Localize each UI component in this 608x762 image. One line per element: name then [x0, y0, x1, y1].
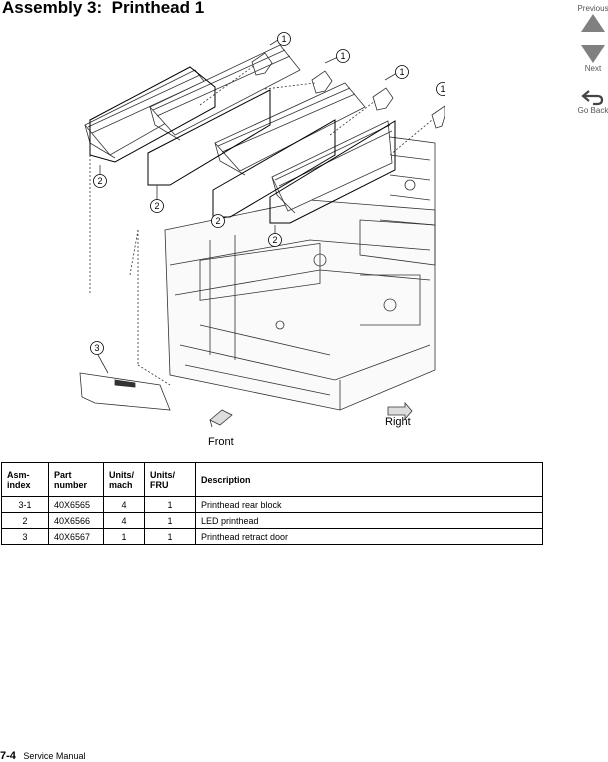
units-mach-cell: 4 — [103, 496, 145, 513]
rear-blocks — [251, 52, 445, 129]
callout-label: 2 — [272, 235, 277, 245]
page-number: 7-4 — [0, 750, 16, 762]
part-number-cell: 40X6565 — [48, 496, 104, 513]
asm-index-cell: 2 — [1, 512, 49, 529]
units-fru-cell: 1 — [144, 496, 196, 513]
callout-2: 2 — [93, 174, 107, 188]
part-number-cell: 40X6567 — [48, 528, 104, 545]
right-label: Right — [385, 416, 411, 428]
part-number-cell: 40X6566 — [48, 512, 104, 529]
printhead-assemblies — [84, 44, 393, 214]
table-row: 2 40X6566 4 1 LED printhead — [1, 512, 543, 529]
asm-index-cell: 3 — [1, 528, 49, 545]
printhead-group-boxes — [89, 66, 396, 224]
description-cell: Printhead rear block — [195, 496, 543, 513]
previous-label: Previous — [577, 4, 608, 13]
manual-title: Service Manual — [23, 751, 86, 761]
triangle-down-icon — [581, 45, 605, 63]
callout-label: 1 — [340, 51, 345, 61]
col-part-number: Part number — [48, 462, 104, 497]
callout-2: 2 — [211, 214, 225, 228]
callouts: 1 1 1 1 2 2 2 2 3 — [90, 32, 445, 355]
units-mach-cell: 4 — [103, 512, 145, 529]
callout-2: 2 — [150, 199, 164, 213]
next-label: Next — [584, 64, 602, 73]
callout-label: 1 — [281, 34, 286, 44]
right-arrow-icon — [387, 401, 413, 421]
callout-label: 2 — [215, 216, 220, 226]
callout-label: 3 — [94, 343, 99, 353]
callout-label: 2 — [154, 201, 159, 211]
callout-3: 3 — [90, 341, 104, 355]
units-fru-cell: 1 — [144, 512, 196, 529]
printer-frame — [164, 134, 436, 411]
col-units-fru: Units/ FRU — [144, 462, 196, 497]
printhead-retract-door — [79, 372, 171, 411]
table-row: 3-1 40X6565 4 1 Printhead rear block — [1, 496, 543, 513]
units-mach-cell: 1 — [103, 528, 145, 545]
callout-1: 1 — [436, 82, 445, 96]
table-row: 3 40X6567 1 1 Printhead retract door — [1, 528, 543, 545]
front-arrow-icon — [209, 409, 233, 428]
callout-1: 1 — [277, 32, 291, 46]
next-button[interactable]: Next — [574, 44, 608, 73]
callout-1: 1 — [395, 65, 409, 79]
exploded-view-illustration: 1 1 1 1 2 2 2 2 3 — [79, 32, 445, 428]
callout-2: 2 — [268, 233, 282, 247]
go-back-arrow-icon — [581, 90, 604, 106]
previous-button[interactable]: Previous — [574, 4, 608, 33]
callout-1: 1 — [336, 49, 350, 63]
callout-label: 2 — [97, 176, 102, 186]
units-fru-cell: 1 — [144, 528, 196, 545]
go-back-label: Go Back — [577, 106, 608, 115]
leader-lines — [89, 64, 433, 386]
col-units-mach: Units/ mach — [103, 462, 145, 497]
page-title: Assembly 3: Printhead 1 — [2, 0, 205, 17]
callout-label: 1 — [399, 67, 404, 77]
page-footer: 7-4 Service Manual — [0, 750, 85, 762]
col-description: Description — [195, 462, 543, 497]
description-cell: LED printhead — [195, 512, 543, 529]
go-back-button[interactable]: Go Back — [574, 88, 608, 115]
callout-label: 1 — [440, 84, 445, 94]
table-header-row: Asm- index Part number Units/ mach Units… — [1, 462, 543, 497]
description-cell: Printhead retract door — [195, 528, 543, 545]
col-asm-index: Asm- index — [1, 462, 49, 497]
asm-index-cell: 3-1 — [1, 496, 49, 513]
triangle-up-icon — [581, 14, 605, 32]
front-label: Front — [208, 436, 234, 448]
parts-table: Asm- index Part number Units/ mach Units… — [1, 462, 543, 545]
